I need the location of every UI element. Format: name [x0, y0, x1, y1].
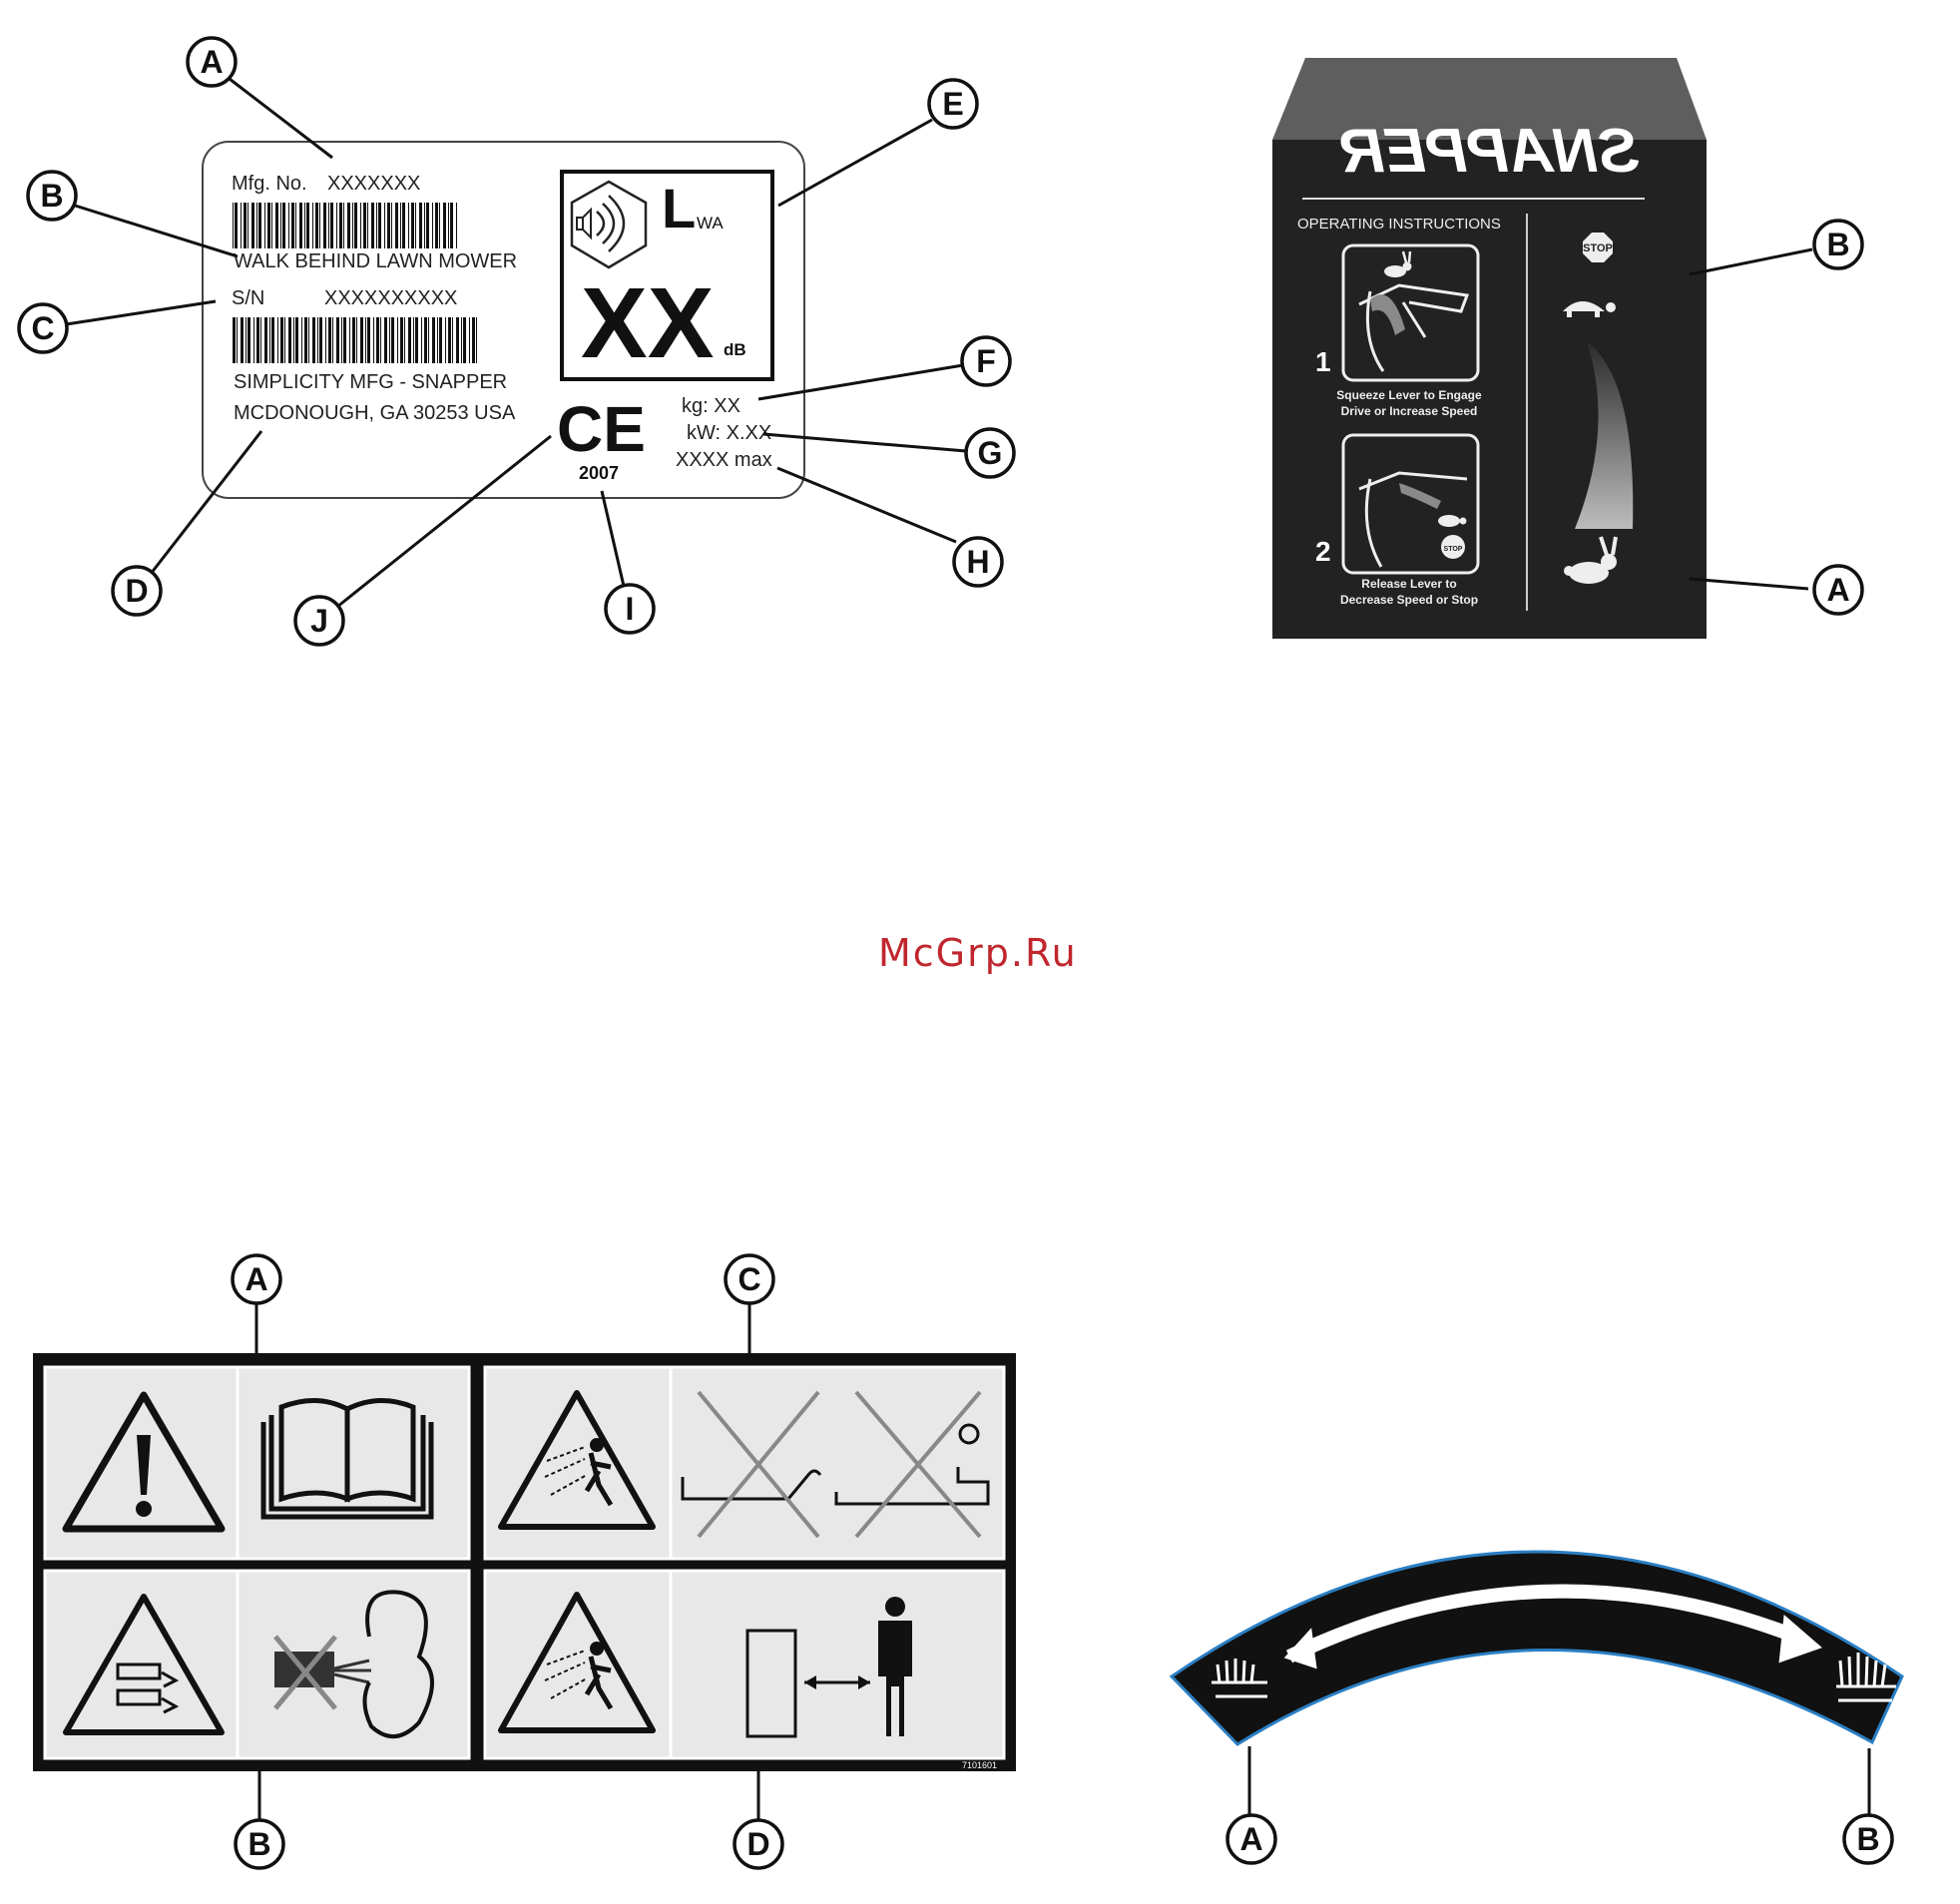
- callout-a: A: [1225, 1813, 1277, 1865]
- step2-illustration: [1341, 433, 1480, 575]
- callout-g: G: [964, 427, 1016, 479]
- step1-illustration: [1341, 243, 1480, 382]
- do-not-remove-bag-icon: [273, 1590, 434, 1738]
- svg-text:B: B: [247, 1826, 270, 1862]
- svg-text:C: C: [31, 310, 54, 346]
- callout-i: I: [604, 583, 656, 635]
- callout-a: A: [1812, 564, 1864, 616]
- stop-icon: STOP: [1583, 233, 1613, 262]
- thrown-objects-warning-icon: [498, 1390, 656, 1530]
- svg-text:D: D: [746, 1826, 769, 1862]
- cutting-height-arc-decal: [1169, 1550, 1904, 1746]
- svg-text:J: J: [310, 603, 328, 639]
- adjust-arrow-icon: [1285, 1584, 1799, 1664]
- svg-text:STOP: STOP: [1583, 242, 1613, 254]
- grass-high-icon: [1836, 1653, 1896, 1702]
- turtle-small-icon: [1438, 515, 1467, 527]
- callout-h: H: [952, 536, 1004, 588]
- step2-number: 2: [1315, 536, 1331, 567]
- svg-text:G: G: [978, 435, 1003, 471]
- no-rider-mowing-icon: [834, 1390, 990, 1539]
- speaker-icon: [576, 195, 626, 252]
- serial-number-value: XXXXXXXXXX: [324, 287, 457, 309]
- svg-text:B: B: [1856, 1821, 1879, 1857]
- callout-b: B: [26, 170, 78, 222]
- step1-number: 1: [1315, 346, 1331, 377]
- step2-text-line2: Decrease Speed or Stop: [1340, 593, 1478, 607]
- callout-j: J: [293, 595, 345, 647]
- company-name: SIMPLICITY MFG - SNAPPER: [234, 371, 507, 393]
- svg-text:STOP: STOP: [1444, 546, 1463, 553]
- safety-panel-c: [483, 1365, 1006, 1561]
- callout-e: E: [927, 78, 979, 130]
- callout-b: B: [234, 1818, 285, 1870]
- product-name: WALK BEHIND LAWN MOWER: [234, 250, 517, 272]
- safety-panel-b: [43, 1569, 471, 1760]
- noise-unit: dB: [724, 340, 746, 359]
- svg-text:A: A: [1239, 1821, 1262, 1857]
- svg-text:E: E: [942, 86, 963, 122]
- watermark: McGrp.Ru: [878, 931, 1078, 975]
- mfg-number-value: XXXXXXX: [327, 173, 420, 195]
- svg-text:F: F: [976, 343, 996, 379]
- company-address: MCDONOUGH, GA 30253 USA: [234, 402, 516, 424]
- callout-d: D: [733, 1818, 784, 1870]
- svg-text:D: D: [125, 573, 148, 609]
- svg-text:B: B: [1826, 227, 1849, 262]
- callout-a: A: [186, 36, 238, 88]
- svg-text:A: A: [200, 44, 223, 80]
- svg-text:C: C: [737, 1261, 760, 1297]
- serial-number-barcode: [233, 317, 477, 363]
- thrown-objects-warning-icon-2: [498, 1592, 656, 1733]
- keep-distance-icon: [745, 1597, 912, 1738]
- step1-text-line2: Drive or Increase Speed: [1341, 404, 1478, 418]
- snapper-logo: SNAPPER: [1340, 117, 1640, 186]
- step1-text-line1: Squeeze Lever to Engage: [1336, 388, 1482, 402]
- cutting-height-decal-figure: A B: [1169, 1550, 1904, 1865]
- mfg-number-barcode: [233, 203, 457, 248]
- svg-text:H: H: [966, 544, 989, 580]
- lwa-symbol: L: [662, 177, 696, 239]
- power-value: kW: X.XX: [687, 422, 771, 444]
- stop-small-icon: STOP: [1441, 535, 1465, 559]
- id-plate-figure: Mfg. No. XXXXXXX WALK BEHIND LAWN MOWER …: [17, 36, 1016, 647]
- read-manual-icon: [260, 1397, 434, 1520]
- svg-text:B: B: [40, 178, 63, 214]
- rabbit-icon: [1564, 536, 1618, 584]
- callout-d: D: [111, 565, 163, 617]
- speed-wedge: [1575, 341, 1634, 529]
- mfg-number-label: Mfg. No.: [232, 173, 307, 195]
- grass-low-icon: [1212, 1659, 1267, 1698]
- noise-value: XX: [581, 267, 714, 379]
- turtle-icon: [1563, 301, 1616, 317]
- hexagon-icon: [570, 180, 648, 269]
- max-speed-value: XXXX max: [676, 449, 772, 471]
- rabbit-small-icon: [1384, 250, 1412, 277]
- lwa-subscript: WA: [697, 214, 724, 233]
- weight-value: kg: XX: [682, 395, 740, 417]
- svg-text:A: A: [1826, 572, 1849, 608]
- svg-text:I: I: [626, 591, 635, 627]
- step2-text-line1: Release Lever to: [1361, 577, 1456, 591]
- sound-power-box: [560, 170, 774, 381]
- ce-mark-icon: CE: [557, 393, 646, 465]
- no-sideways-mowing-icon: [681, 1390, 822, 1539]
- callout-b: B: [1842, 1813, 1894, 1865]
- serial-number-label: S/N: [232, 287, 264, 309]
- decal-top-flap: [1272, 58, 1707, 140]
- callout-c: C: [724, 1253, 775, 1305]
- callout-b: B: [1812, 219, 1864, 270]
- warning-triangle-icon: [62, 1391, 226, 1533]
- blade-hazard-icon: [63, 1594, 225, 1735]
- svg-text:A: A: [245, 1261, 267, 1297]
- callout-f: F: [960, 335, 1012, 387]
- drive-control-decal-figure: SNAPPER OPERATING INSTRUCTIONS 1 Squeeze…: [1272, 58, 1864, 639]
- decal-part-number: 7101601: [962, 1760, 997, 1770]
- safety-decal-figure: 7101601 A C B D: [33, 1253, 1016, 1870]
- callout-c: C: [17, 302, 69, 354]
- operating-instructions-heading: OPERATING INSTRUCTIONS: [1297, 216, 1501, 233]
- callout-a: A: [231, 1253, 282, 1305]
- ce-year: 2007: [579, 463, 619, 483]
